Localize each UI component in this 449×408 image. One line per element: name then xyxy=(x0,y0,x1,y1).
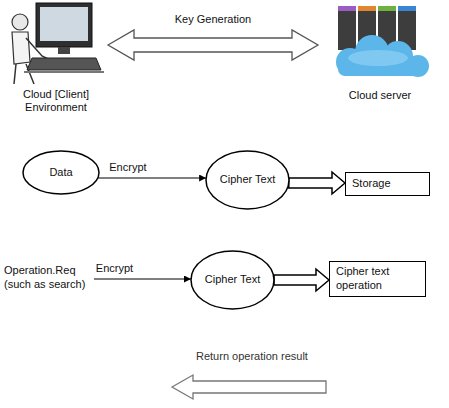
process-ellipse: Data xyxy=(22,150,100,195)
ellipse-shape xyxy=(23,151,99,194)
node-text: Data xyxy=(49,166,72,180)
node-text: Operation.Req (such as search) xyxy=(4,264,94,292)
flow-arrow xyxy=(98,178,206,179)
block-arrow xyxy=(274,269,329,291)
process-ellipse: Cipher Text xyxy=(190,250,275,310)
edge-label: Encrypt xyxy=(107,161,148,174)
ellipse-shape xyxy=(191,251,274,309)
ellipse-shape xyxy=(206,151,289,209)
process-ellipse: Cipher Text xyxy=(205,150,290,210)
input-text: Operation.Req (such as search) xyxy=(4,262,94,294)
server-light xyxy=(398,6,416,11)
person-head xyxy=(12,14,28,30)
note-label: Return operation result xyxy=(196,350,308,363)
server-rack xyxy=(338,6,356,50)
node-text: Cipher text operation xyxy=(336,265,419,293)
edge-label: Key Generation xyxy=(173,13,253,26)
keyboard xyxy=(27,58,101,70)
node-text: Cloud server xyxy=(349,89,411,103)
process-box: Storage xyxy=(345,172,430,196)
person-body xyxy=(12,32,30,64)
node-text: Storage xyxy=(352,177,391,191)
flow-arrow xyxy=(94,279,191,280)
client-figure xyxy=(12,3,104,84)
server-figure xyxy=(336,6,429,77)
edge-label: Encrypt xyxy=(94,262,135,275)
server-light xyxy=(358,6,376,11)
server-light xyxy=(378,6,396,11)
actor-figure: Cloud [Client] Environment xyxy=(4,0,108,118)
monitor-screen xyxy=(40,7,88,41)
process-box: Cipher text operation xyxy=(329,261,426,297)
block-arrow xyxy=(289,172,345,194)
monitor-stand xyxy=(58,47,70,54)
cloud-shape xyxy=(336,35,429,77)
desk xyxy=(24,71,104,73)
block-arrow xyxy=(108,30,318,60)
monitor-frame xyxy=(36,3,92,47)
server-light xyxy=(338,6,356,11)
actor-figure: Cloud server xyxy=(318,0,430,106)
node-text: Cipher Text xyxy=(220,173,275,187)
node-text: Cloud [Client] Environment xyxy=(4,88,108,116)
return-arrow xyxy=(172,375,326,399)
node-text: Cipher Text xyxy=(205,273,260,287)
cloud-highlight xyxy=(348,50,408,66)
